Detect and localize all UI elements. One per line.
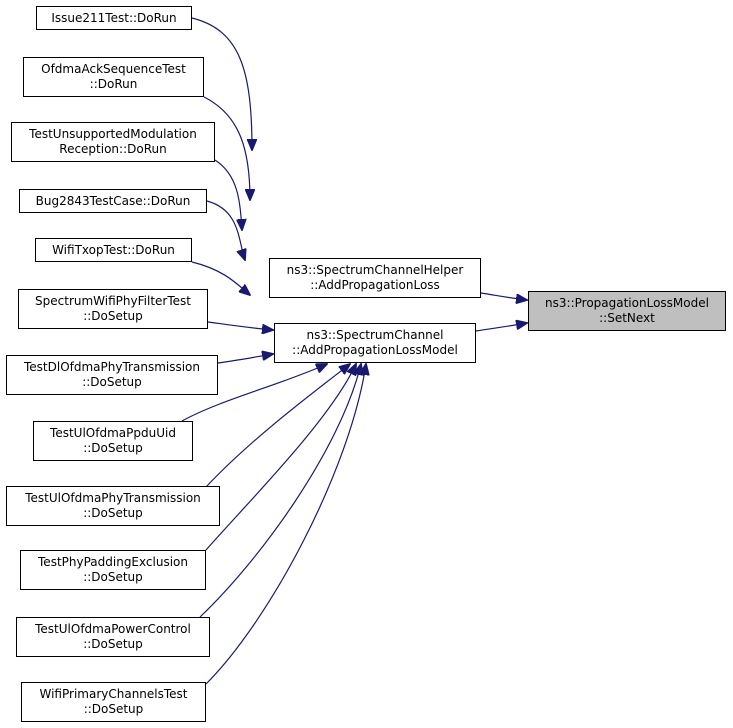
node-label-line-2: ::DoSetup [83, 506, 143, 520]
node-label-line-1: TestUlOfdmaPpduUid [50, 426, 176, 440]
edge-test-ul-ofdma-phy-to-spectrum-channel [205, 364, 350, 488]
edge-test-ul-ofdma-ppdu-uid-to-spectrum-channel [181, 364, 327, 422]
node-label-line-1: ns3::SpectrumChannel [306, 328, 444, 342]
node-spectrum-channel-helper-add-propagation-loss[interactable]: ns3::SpectrumChannelHelper ::AddPropagat… [269, 258, 481, 298]
node-spectrum-channel-add-propagation-loss-model[interactable]: ns3::SpectrumChannel ::AddPropagationLos… [274, 323, 476, 363]
node-wifi-txop-test-do-run[interactable]: WifiTxopTest::DoRun [35, 238, 192, 262]
node-test-phy-padding-exclusion-do-setup[interactable]: TestPhyPaddingExclusion ::DoSetup [20, 550, 206, 590]
node-test-ul-ofdma-power-control-do-setup[interactable]: TestUlOfdmaPowerControl ::DoSetup [16, 617, 210, 657]
node-label-line-1: WifiPrimaryChannelsTest [39, 687, 188, 701]
node-label-line-2: ::SetNext [599, 311, 655, 325]
node-label-line-1: TestUnsupportedModulation [29, 127, 197, 141]
node-label-line-2: Reception::DoRun [59, 142, 167, 156]
node-label-line-1: Issue211Test::DoRun [51, 10, 177, 25]
node-label-line-1: TestUlOfdmaPowerControl [35, 622, 191, 636]
node-label-line-1: WifiTxopTest::DoRun [52, 242, 175, 257]
node-label-line-1: TestDlOfdmaPhyTransmission [24, 360, 200, 374]
node-propagation-loss-model-set-next: ns3::PropagationLossModel ::SetNext [528, 291, 726, 331]
node-label-line-2: ::DoSetup [83, 441, 143, 455]
node-label-line-1: SpectrumWifiPhyFilterTest [35, 294, 191, 308]
node-issue211-test-do-run[interactable]: Issue211Test::DoRun [36, 6, 192, 30]
node-label-line-2: ::AddPropagationLossModel [292, 343, 458, 357]
node-label-line-1: TestUlOfdmaPhyTransmission [25, 491, 201, 505]
edge-bug2843-to-spectrum-channel [206, 200, 245, 260]
node-label-line-2: ::DoSetup [82, 375, 142, 389]
node-test-dl-ofdma-phy-transmission-do-setup[interactable]: TestDlOfdmaPhyTransmission ::DoSetup [6, 355, 218, 395]
edge-spectrum-wifi-phy-filter-to-spectrum-channel [207, 321, 273, 330]
node-label-line-1: ns3::SpectrumChannelHelper [286, 263, 464, 277]
node-label-line-1: ns3::PropagationLossModel [545, 296, 709, 310]
edge-wifi-txop-to-spectrum-channel [191, 261, 250, 295]
edge-test-phy-padding-to-spectrum-channel [205, 364, 356, 551]
node-ofdma-ack-sequence-test-do-run[interactable]: OfdmaAckSequenceTest ::DoRun [23, 57, 204, 97]
node-label-line-2: ::DoSetup [83, 637, 143, 651]
edge-wifi-primary-channels-to-spectrum-channel [205, 364, 366, 685]
node-label-line-1: Bug2843TestCase::DoRun [35, 193, 191, 208]
node-spectrum-wifi-phy-filter-test-do-setup[interactable]: SpectrumWifiPhyFilterTest ::DoSetup [18, 289, 208, 329]
edge-ofdma-ack-to-spectrum-channel [203, 96, 250, 200]
node-label-line-2: ::DoRun [89, 77, 138, 91]
node-bug2843-test-case-do-run[interactable]: Bug2843TestCase::DoRun [19, 189, 207, 213]
edge-test-unsupported-to-spectrum-channel [214, 159, 242, 230]
edge-spectrum-channel-helper-to-propagation-loss-model [480, 292, 527, 300]
node-test-ul-ofdma-phy-transmission-do-setup[interactable]: TestUlOfdmaPhyTransmission ::DoSetup [6, 486, 220, 526]
node-test-unsupported-modulation-reception-do-run[interactable]: TestUnsupportedModulation Reception::DoR… [11, 122, 215, 162]
node-label-line-1: OfdmaAckSequenceTest [41, 62, 186, 76]
node-label-line-2: ::AddPropagationLoss [310, 278, 440, 292]
node-label-line-2: ::DoSetup [83, 702, 144, 716]
node-test-ul-ofdma-ppdu-uid-do-setup[interactable]: TestUlOfdmaPpduUid ::DoSetup [33, 421, 193, 461]
edge-test-dl-ofdma-phy-to-spectrum-channel [217, 354, 273, 364]
node-label-line-1: TestPhyPaddingExclusion [38, 555, 188, 569]
node-wifi-primary-channels-test-do-setup[interactable]: WifiPrimaryChannelsTest ::DoSetup [21, 682, 206, 722]
node-label-line-2: ::DoSetup [83, 570, 143, 584]
edge-spectrum-channel-to-propagation-loss-model [475, 323, 527, 332]
edge-issue211-to-spectrum-channel [191, 17, 252, 150]
edge-test-ul-ofdma-power-to-spectrum-channel [199, 364, 361, 618]
node-label-line-2: ::DoSetup [83, 309, 143, 323]
